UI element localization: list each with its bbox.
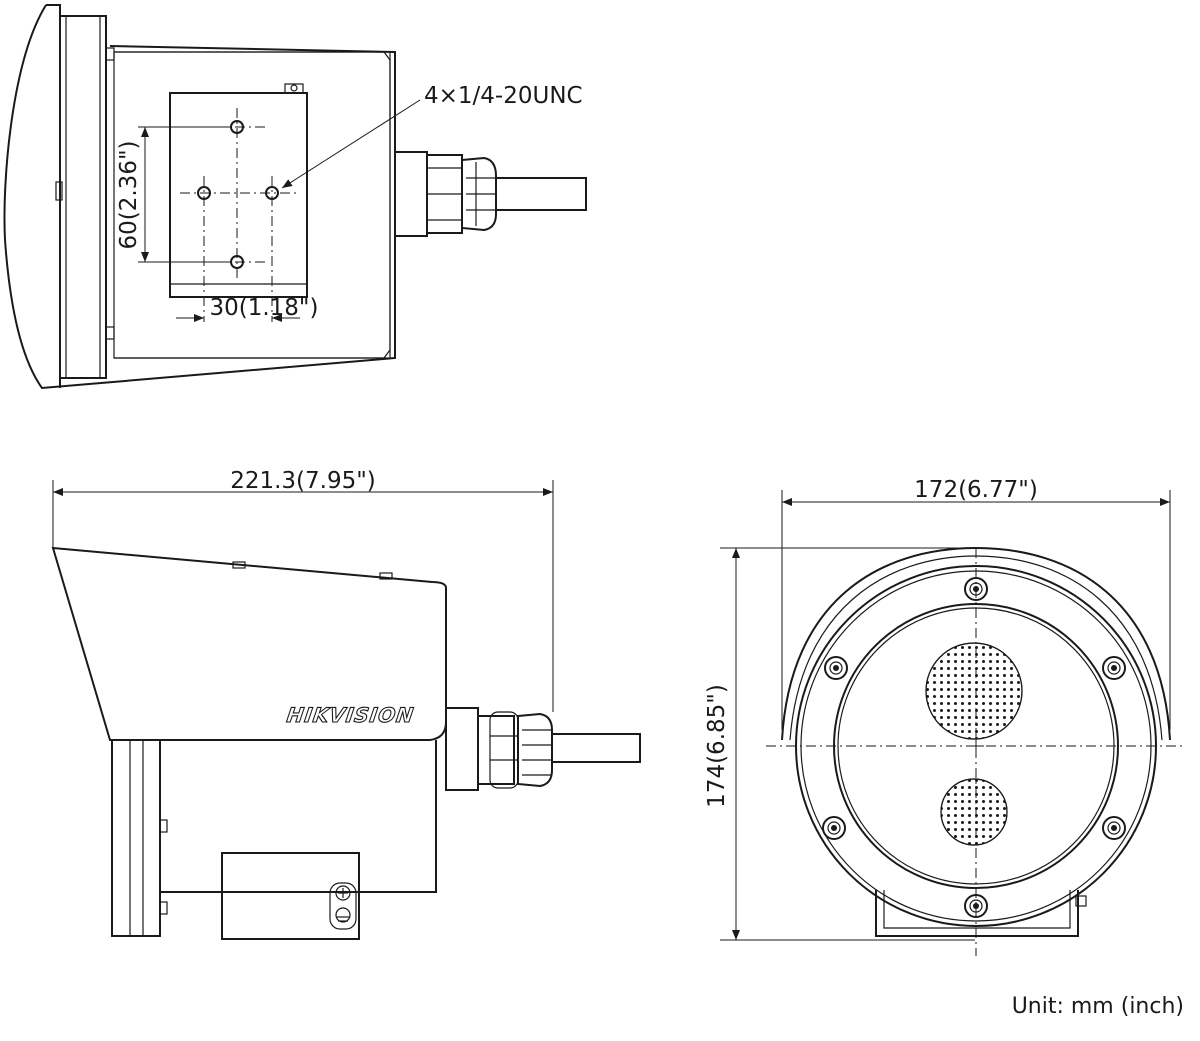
- top-view: 4×1/4-20UNC 60(2.36") 30(1.18"): [3, 4, 587, 390]
- side-view: 221.3(7.95") HIKVISION: [51, 468, 641, 940]
- unit-note: Unit: mm (inch): [1011, 994, 1184, 1019]
- mount-thread-callout: 4×1/4-20UNC: [424, 83, 583, 109]
- front-height-label: 174(6.85"): [704, 684, 730, 808]
- front-width-label: 172(6.77"): [914, 477, 1038, 503]
- vertical-hole-spacing-label: 60(2.36"): [116, 140, 142, 249]
- front-view: 172(6.77") 174(6.85"): [704, 477, 1186, 956]
- hikvision-logo: HIKVISION: [285, 703, 415, 727]
- horizontal-hole-spacing-label: 30(1.18"): [209, 295, 318, 321]
- overall-length-label: 221.3(7.95"): [230, 468, 376, 494]
- housing-bolts: [822, 577, 1126, 918]
